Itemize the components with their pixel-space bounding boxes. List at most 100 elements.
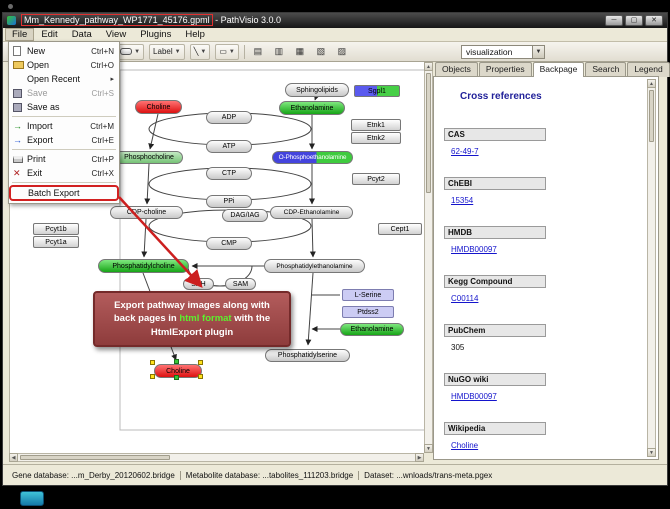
xref-source-label: NuGO wiki: [444, 373, 546, 386]
file-menu-print[interactable]: Print Ctrl+P: [9, 152, 119, 166]
file-menu-exit[interactable]: ✕ Exit Ctrl+X: [13, 167, 114, 178]
file-menu-open-recent[interactable]: Open Recent ▸: [27, 74, 114, 84]
selection-handle[interactable]: [198, 360, 203, 365]
file-menu-open[interactable]: Open Ctrl+O: [9, 58, 119, 72]
selection-handle[interactable]: [174, 375, 179, 380]
xref-link[interactable]: HMDB00097: [451, 245, 497, 254]
pathway-node-ppi[interactable]: PPi: [206, 195, 252, 208]
pathway-node-l-serine[interactable]: L-Serine: [342, 289, 394, 301]
pathway-node-ptdss2[interactable]: Ptdss2: [342, 306, 394, 318]
selection-handle[interactable]: [150, 360, 155, 365]
scroll-up-icon[interactable]: ▲: [424, 62, 433, 71]
pathway-node-pcyt1a[interactable]: Pcyt1a: [33, 236, 79, 248]
xref-link[interactable]: Choline: [451, 441, 479, 450]
xref-link[interactable]: 62-49-7: [451, 147, 479, 156]
selection-handle[interactable]: [150, 374, 155, 379]
import-icon: →: [13, 120, 22, 131]
pathway-node-ethanolamine-top[interactable]: Ethanolamine: [279, 101, 345, 115]
pathway-node-phosphatidylethanolamine[interactable]: Phosphatidylethanolamine: [264, 259, 365, 273]
file-menu-import[interactable]: → Import Ctrl+M: [13, 120, 114, 131]
pathway-node-ethanolamine-bottom[interactable]: Ethanolamine: [340, 323, 404, 336]
pathway-node-pcyt1b[interactable]: Pcyt1b: [33, 223, 79, 235]
pathway-node-cmp[interactable]: CMP: [206, 237, 252, 250]
common-width-button[interactable]: ▦: [292, 44, 308, 60]
stack-button[interactable]: ▨: [334, 44, 350, 60]
scrollbar-thumb[interactable]: [426, 73, 431, 193]
panel-vertical-scrollbar[interactable]: ▲ ▼: [647, 79, 656, 457]
pathway-node-phosphatidylcholine[interactable]: Phosphatidylcholine: [98, 259, 189, 273]
xref-value: 305: [451, 343, 465, 352]
canvas-vertical-scrollbar[interactable]: ▲ ▼: [424, 62, 433, 453]
pathway-node-choline-top[interactable]: Choline: [135, 100, 182, 114]
file-menu-export[interactable]: → Export Ctrl+E: [13, 134, 114, 145]
pathvisio-window: Mm_Kennedy_pathway_WP1771_45176.gpml - P…: [2, 12, 670, 486]
pathway-node-etnk2[interactable]: Etnk2: [351, 132, 401, 144]
xref-link[interactable]: 15354: [451, 196, 474, 205]
gene-product-tool-button[interactable]: ▼: [116, 43, 145, 60]
file-menu-new[interactable]: New Ctrl+N: [9, 44, 119, 58]
shape-tool-icon: ▭: [219, 47, 227, 56]
pathway-node-sgpl1[interactable]: Sgpl1: [354, 85, 400, 97]
selection-handle[interactable]: [198, 374, 203, 379]
align-horizontal-button[interactable]: ▤: [250, 44, 266, 60]
shape-tool-button[interactable]: ▭▼: [215, 43, 239, 60]
tab-objects[interactable]: Objects: [435, 62, 478, 77]
xref-link[interactable]: C00114: [451, 294, 479, 303]
pathway-node-dag[interactable]: DAG/IAG: [222, 209, 268, 222]
menu-edit[interactable]: Edit: [41, 29, 58, 40]
common-height-button[interactable]: ▧: [313, 44, 329, 60]
file-menu-save[interactable]: Save Ctrl+S: [9, 86, 119, 100]
scrollbar-thumb[interactable]: [649, 90, 654, 142]
pathway-node-adp[interactable]: ADP: [206, 111, 252, 124]
pathway-node-etnk1[interactable]: Etnk1: [351, 119, 401, 131]
taskbar-app-chip[interactable]: [20, 491, 44, 506]
menu-view[interactable]: View: [105, 29, 127, 40]
tab-backpage[interactable]: Backpage: [532, 62, 585, 77]
pathway-node-sam[interactable]: SAM: [225, 278, 256, 290]
menu-file[interactable]: File: [5, 28, 35, 41]
pathway-node-atp[interactable]: ATP: [206, 140, 252, 153]
tab-legend[interactable]: Legend: [627, 62, 670, 77]
xref-link[interactable]: HMDB00097: [451, 392, 497, 401]
pathway-node-cdp-choline[interactable]: CDP-choline: [110, 206, 183, 219]
label-tool-button[interactable]: Label▼: [149, 43, 185, 60]
align-vertical-button[interactable]: ▥: [271, 44, 287, 60]
maximize-button[interactable]: ▢: [625, 15, 643, 26]
scroll-left-icon[interactable]: ◀: [9, 453, 18, 462]
pathway-node-o-phosphoethanolamine[interactable]: O-Phosphoethanolamine: [272, 151, 353, 164]
canvas-horizontal-scrollbar[interactable]: ◀ ▶: [9, 453, 424, 462]
pathway-node-ctp[interactable]: CTP: [206, 167, 252, 180]
menu-help[interactable]: Help: [185, 29, 205, 40]
line-tool-button[interactable]: ╲▼: [189, 43, 211, 60]
pathway-node-phosphatidylserine[interactable]: Phosphatidylserine: [265, 349, 350, 362]
close-button[interactable]: ✕: [645, 15, 663, 26]
scroll-right-icon[interactable]: ▶: [415, 453, 424, 462]
xref-source-label: Wikipedia: [444, 422, 546, 435]
scrollbar-thumb[interactable]: [20, 455, 170, 460]
menu-plugins[interactable]: Plugins: [140, 29, 172, 40]
pathway-node-phosphocholine[interactable]: Phosphocholine: [115, 151, 183, 164]
pathvisio-app-icon: [7, 16, 16, 25]
pathway-node-pcyt2[interactable]: Pcyt2: [352, 173, 400, 185]
pathway-node-sphingolipids[interactable]: Sphingolipids: [285, 83, 349, 97]
menu-data[interactable]: Data: [71, 29, 92, 40]
new-file-icon: [13, 46, 21, 56]
pathway-node-cept1[interactable]: Cept1: [378, 223, 422, 235]
file-menu-batch-export[interactable]: Batch Export: [9, 185, 119, 201]
chevron-down-icon[interactable]: ▼: [532, 46, 544, 58]
open-folder-icon: [13, 61, 24, 69]
minimize-button[interactable]: ─: [605, 15, 623, 26]
visualization-select[interactable]: visualization ▼: [461, 45, 545, 59]
scroll-down-icon[interactable]: ▼: [647, 448, 656, 457]
tab-properties[interactable]: Properties: [478, 62, 532, 77]
cross-references-heading: Cross references: [460, 91, 542, 102]
scroll-down-icon[interactable]: ▼: [424, 444, 433, 453]
tab-search[interactable]: Search: [585, 62, 627, 77]
save-as-disk-icon: [13, 102, 22, 112]
file-menu-save-as[interactable]: Save as: [9, 100, 119, 114]
status-dataset: Dataset: ...wnloads/trans-meta.pgex: [358, 470, 497, 480]
pathway-node-cdp-ethanolamine[interactable]: CDP-Ethanolamine: [270, 206, 353, 219]
pathway-node-sah[interactable]: SAH: [183, 278, 214, 290]
selection-handle[interactable]: [174, 359, 179, 364]
scroll-up-icon[interactable]: ▲: [647, 79, 656, 88]
